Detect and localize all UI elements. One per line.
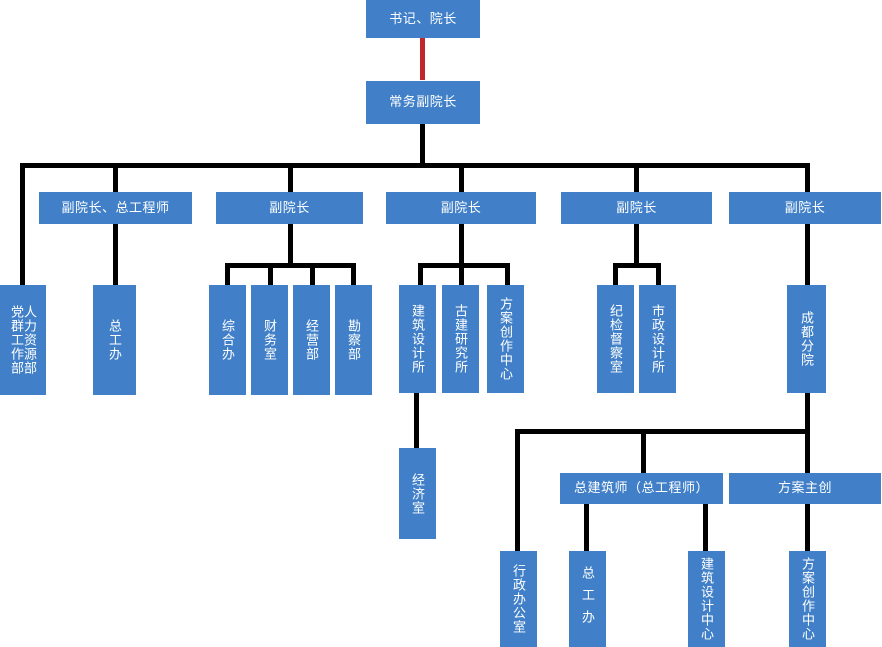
- connector-executive-down: [420, 124, 425, 165]
- node-municipal-design-institute-label: 市政设计所: [650, 304, 665, 374]
- connector-vp2-stem-1: [225, 263, 230, 285]
- connector-level2-bus: [20, 163, 810, 168]
- connector-stem-vp2: [288, 163, 293, 193]
- node-executive-vice-dean-label: 常务副院长: [389, 94, 457, 110]
- connector-vp2-stem-3: [310, 263, 315, 285]
- connector-vp3-stem-2: [459, 263, 464, 285]
- connector-chengdu-to-chief-architect: [641, 429, 646, 473]
- node-vice-dean-5-label: 副院长: [784, 199, 826, 215]
- connector-vp4-down: [634, 224, 639, 266]
- connector-scheme-lead-to-scc: [805, 504, 810, 551]
- connector-secretary-to-executive: [420, 38, 425, 80]
- node-ancient-architecture-institute[interactable]: 古建研究所: [442, 285, 479, 393]
- connector-chief-architect-to-adc: [703, 504, 708, 551]
- node-municipal-design-institute[interactable]: 市政设计所: [639, 285, 676, 393]
- connector-vp4-stem-1: [613, 263, 618, 285]
- node-vice-dean-3[interactable]: 副院长: [386, 192, 536, 224]
- node-architectural-design-center[interactable]: 建筑设计中心: [688, 551, 725, 647]
- connector-vp3-stem-3: [505, 263, 510, 285]
- node-general-office[interactable]: 综合办: [209, 285, 246, 395]
- connector-vp2-stem-4: [351, 263, 356, 285]
- node-finance-office[interactable]: 财务室: [251, 285, 288, 395]
- node-admin-office-label: 行政办公室: [511, 564, 526, 634]
- node-finance-office-label: 财务室: [262, 319, 277, 361]
- node-operations-dept[interactable]: 经营部: [293, 285, 330, 395]
- connector-vp2-stem-2: [268, 263, 273, 285]
- connector-vp2-down: [288, 224, 293, 266]
- node-executive-vice-dean[interactable]: 常务副院长: [366, 81, 480, 124]
- node-discipline-inspection-office-label: 纪检督察室: [608, 304, 623, 374]
- node-survey-dept[interactable]: 勘察部: [335, 285, 372, 395]
- node-vice-dean-2-label: 副院长: [269, 199, 310, 215]
- node-economics-office[interactable]: 经济室: [399, 448, 436, 539]
- connector-stem-vp4: [634, 163, 639, 193]
- node-chengdu-chief-engineer-office[interactable]: 总工办: [569, 551, 606, 647]
- node-scheme-creation-center-label: 方案创作中心: [498, 297, 513, 381]
- node-chengdu-scheme-creation-center[interactable]: 方案创作中心: [789, 551, 826, 647]
- connector-vp1-to-chief-eng-office: [113, 224, 118, 285]
- node-vice-dean-4-label: 副院长: [616, 199, 657, 215]
- node-vice-dean-4[interactable]: 副院长: [561, 192, 712, 224]
- node-chief-engineer-office[interactable]: 总工办: [93, 285, 136, 395]
- connector-vp3-stem-1: [418, 263, 423, 285]
- node-scheme-creation-center[interactable]: 方案创作中心: [487, 285, 524, 393]
- node-ancient-architecture-institute-label: 古建研究所: [453, 304, 468, 374]
- node-party-work-dept-label: 党群工作部: [9, 305, 24, 375]
- node-survey-dept-label: 勘察部: [346, 319, 361, 361]
- connector-hr-party-vertical: [20, 163, 25, 285]
- node-scheme-lead-label: 方案主创: [777, 480, 832, 496]
- connector-vp2-bus: [225, 263, 356, 268]
- connector-vp4-stem-2: [656, 263, 661, 285]
- node-chengdu-scheme-creation-center-label: 方案创作中心: [800, 557, 815, 641]
- node-architectural-design-center-label: 建筑设计中心: [699, 557, 714, 641]
- node-vice-dean-3-label: 副院长: [440, 199, 482, 215]
- node-economics-office-label: 经济室: [410, 472, 425, 515]
- node-architectural-design-institute-label: 建筑设计所: [410, 304, 425, 374]
- connector-vp5-to-chengdu: [805, 224, 810, 285]
- node-hr-and-party-dept-stack: 人力资源部 党群工作部: [9, 305, 37, 375]
- node-vice-dean-chief-engineer[interactable]: 副院长、总工程师: [39, 192, 192, 224]
- node-vice-dean-5[interactable]: 副院长: [729, 192, 881, 224]
- node-operations-dept-label: 经营部: [304, 319, 319, 361]
- node-chengdu-chief-engineer-office-label: 总工办: [580, 566, 595, 632]
- connector-vp4-bus: [613, 263, 661, 268]
- connector-chief-architect-to-ceo: [584, 504, 589, 551]
- connector-chengdu-down: [805, 393, 810, 433]
- node-general-office-label: 综合办: [220, 319, 235, 361]
- node-hr-and-party-dept[interactable]: 人力资源部 党群工作部: [0, 285, 46, 395]
- connector-stem-vp5: [805, 163, 810, 193]
- node-chief-architect[interactable]: 总建筑师（总工程师）: [560, 473, 723, 504]
- connector-chengdu-bus: [515, 429, 810, 434]
- node-chief-architect-label: 总建筑师（总工程师）: [573, 480, 709, 496]
- connector-chengdu-to-admin-office: [515, 429, 520, 551]
- node-vice-dean-2[interactable]: 副院长: [216, 192, 363, 224]
- connector-vp3-down: [459, 224, 464, 266]
- connector-stem-vp1: [113, 163, 118, 193]
- node-hr-dept-label: 人力资源部: [22, 305, 37, 375]
- node-admin-office[interactable]: 行政办公室: [500, 551, 537, 647]
- node-chengdu-branch[interactable]: 成都分院: [787, 285, 826, 393]
- node-chengdu-branch-label: 成都分院: [799, 311, 814, 367]
- node-architectural-design-institute[interactable]: 建筑设计所: [399, 285, 436, 393]
- node-discipline-inspection-office[interactable]: 纪检督察室: [597, 285, 634, 393]
- connector-vp3-bus: [418, 263, 510, 268]
- connector-stem-vp3: [459, 163, 464, 193]
- connector-chengdu-to-scheme-lead: [805, 429, 810, 473]
- node-vice-dean-chief-engineer-label: 副院长、总工程师: [61, 199, 170, 215]
- node-secretary-dean-label: 书记、院长: [389, 10, 457, 26]
- connector-adi-to-economics: [414, 393, 419, 449]
- node-secretary-dean[interactable]: 书记、院长: [366, 0, 480, 38]
- node-scheme-lead[interactable]: 方案主创: [729, 473, 881, 504]
- node-chief-engineer-office-label: 总工办: [107, 319, 122, 361]
